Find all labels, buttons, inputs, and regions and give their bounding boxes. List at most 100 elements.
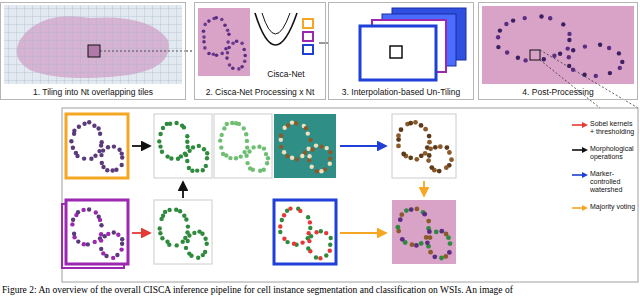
cell-dot	[87, 207, 91, 211]
cell-dot	[168, 122, 172, 126]
cell-dot	[300, 240, 304, 244]
cell-dot	[158, 231, 162, 235]
cell-dot	[215, 53, 219, 57]
cell-dot	[157, 139, 161, 143]
cell-dot	[207, 52, 211, 56]
cell-dot	[328, 243, 332, 247]
cell-dot	[408, 155, 413, 160]
cell-dot	[248, 166, 252, 170]
cell-dot	[285, 240, 289, 244]
cell-dot	[163, 210, 167, 214]
cell-dot	[396, 225, 401, 230]
zoom-line	[540, 60, 600, 108]
cell-dot	[617, 51, 621, 55]
cell-dot	[306, 246, 310, 250]
legend-text: Morphological operations	[590, 145, 638, 161]
cell-dot	[225, 56, 229, 60]
cell-dot	[427, 229, 432, 234]
legend: Sobel kernels + thresholdingMorphologica…	[572, 120, 638, 221]
cell-dot	[224, 47, 228, 51]
cell-dot	[174, 121, 178, 125]
cell-dot	[99, 153, 103, 157]
cell-dot	[294, 121, 298, 125]
cell-dot	[101, 251, 105, 255]
cell-dot	[196, 256, 200, 260]
cell-dot	[328, 249, 332, 253]
cell-dot	[220, 133, 224, 137]
connector	[186, 51, 194, 52]
cell-dot	[231, 41, 235, 45]
cell-dot	[228, 63, 232, 67]
cell-dot	[242, 150, 246, 154]
cell-dot	[187, 149, 191, 153]
cell-dot	[111, 256, 115, 260]
cell-dot	[112, 144, 116, 148]
cell-dot	[288, 206, 292, 210]
cell-dot	[504, 22, 508, 26]
cell-dot	[169, 156, 173, 160]
cell-dot	[220, 18, 224, 22]
network-box: Cisca-Net	[253, 7, 319, 79]
cell-dot	[226, 51, 230, 55]
cell-dot	[120, 155, 124, 159]
cell-dot	[192, 231, 196, 235]
cell-dot	[439, 229, 444, 234]
cell-dot	[218, 138, 222, 142]
cell-dot	[552, 54, 556, 58]
cell-dot	[161, 214, 165, 218]
legend-arrow	[572, 171, 588, 179]
cell-dot	[165, 240, 169, 244]
cell-dot	[204, 164, 208, 168]
cell-dot	[423, 127, 428, 132]
cell-dot	[285, 154, 289, 158]
cell-dot	[119, 247, 123, 251]
cell-dot	[608, 71, 612, 75]
cell-dot	[96, 126, 100, 130]
cell-dot	[202, 35, 206, 39]
cell-dot	[203, 23, 207, 27]
cell-dot	[187, 166, 191, 170]
cell-dot	[247, 149, 251, 153]
cell-dot	[567, 38, 571, 42]
cell-dot	[223, 24, 227, 28]
legend-arrow-head	[582, 172, 588, 178]
cell-dot	[181, 240, 185, 244]
cell-dot	[185, 159, 189, 163]
cell-dot	[445, 145, 450, 150]
detail-images	[62, 114, 456, 268]
cell-dot	[308, 138, 312, 142]
cell-dot	[112, 230, 116, 234]
cell-dot	[195, 168, 199, 172]
cell-dot	[438, 144, 443, 149]
cell-dot	[328, 162, 332, 166]
cell-dot	[77, 125, 81, 129]
cell-dot	[307, 154, 311, 158]
legend-arrow-line	[572, 174, 583, 176]
cell-dot	[184, 153, 188, 157]
cell-dot	[187, 251, 191, 255]
cell-dot	[219, 145, 223, 149]
cell-dot	[227, 32, 231, 36]
cell-dot	[396, 144, 401, 149]
output-head	[303, 45, 313, 54]
cell-dot	[185, 134, 189, 138]
cell-dot	[308, 226, 312, 230]
legend-item: Sobel kernels + thresholding	[572, 120, 638, 136]
cell-dot	[227, 46, 231, 50]
cell-dot	[413, 120, 418, 125]
cell-dot	[265, 161, 269, 165]
process-arrows	[132, 146, 424, 233]
step-caption: 1. Tiling into Nt overlapping tiles	[31, 87, 155, 97]
cell-dot	[319, 229, 323, 233]
legend-arrow-head	[582, 122, 588, 128]
cell-dot	[220, 52, 224, 56]
cell-dot	[174, 208, 178, 212]
cell-dot	[414, 243, 419, 248]
cell-dot	[228, 156, 232, 160]
cell-dot	[607, 46, 611, 50]
cell-dot	[328, 150, 332, 154]
legend-text: Majority voting	[590, 203, 638, 211]
cell-dot	[82, 156, 86, 160]
cell-dot	[428, 146, 433, 151]
cell-dot	[203, 237, 207, 241]
